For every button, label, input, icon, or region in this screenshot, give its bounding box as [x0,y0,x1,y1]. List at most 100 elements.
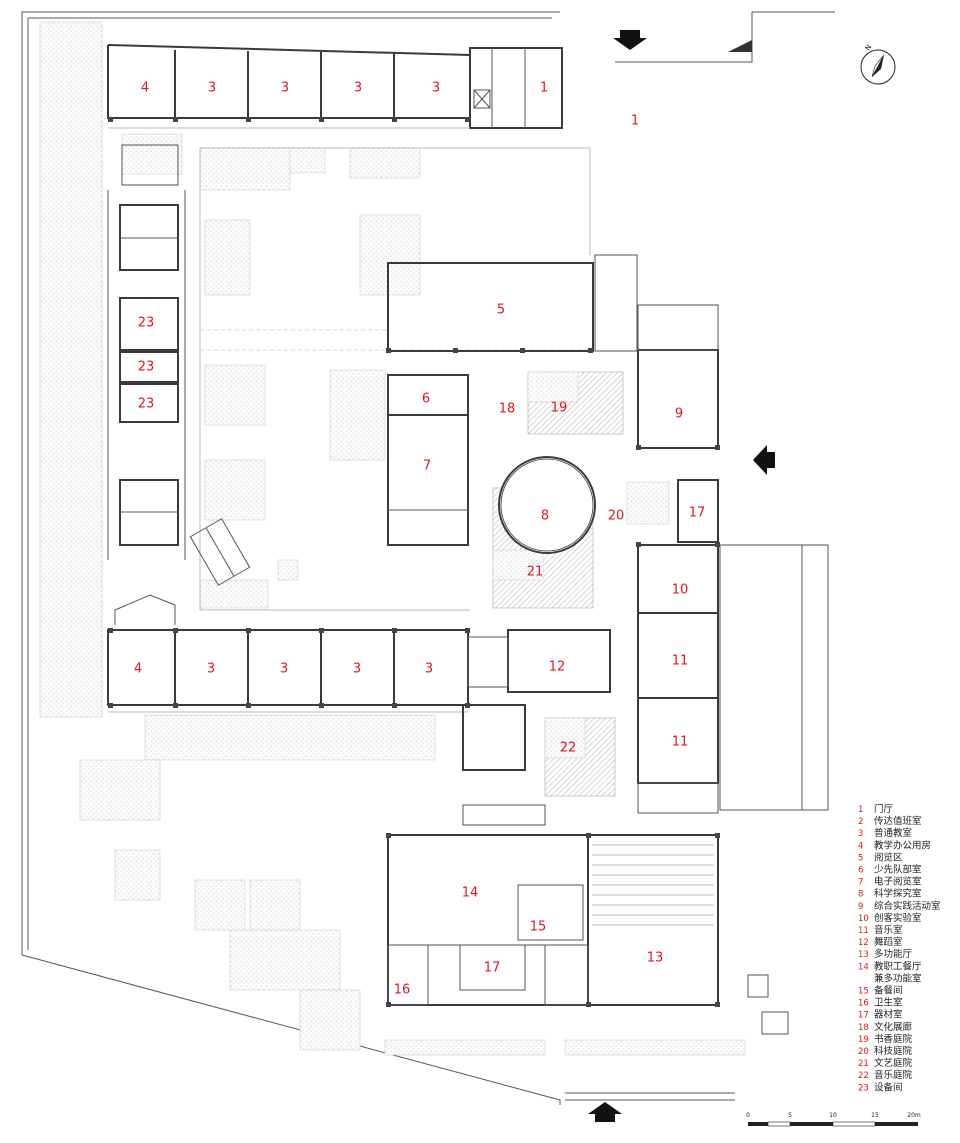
landscape [39,21,746,1056]
auditorium-seating [592,844,714,926]
legend-number: 7 [858,878,863,888]
legend-text: 器材室 [874,1009,903,1021]
scale-tick: 5 [788,1112,792,1119]
legend-number: 13 [858,950,869,960]
legend-text: 文化展廊 [874,1021,913,1033]
room-label: 16 [394,983,411,998]
legend-number: 12 [858,938,869,948]
room-label: 14 [462,886,479,901]
room-label: 22 [560,741,577,756]
legend-text: 教学办公用房 [874,839,931,851]
site-boundary [21,11,835,1105]
room-label: 3 [353,662,361,677]
legend-number: 16 [858,999,869,1009]
legend-number: 21 [858,1059,869,1069]
legend-text: 创客实验室 [874,912,922,924]
room-label: 8 [541,509,549,524]
legend-text: 兼多功能室 [874,972,922,984]
room-labels: 4 3 3 3 3 1 1 23 23 23 5 6 7 18 19 9 8 2… [134,81,705,998]
room-label: 5 [497,303,505,318]
legend-text: 阅览区 [874,851,903,863]
room-label: 3 [354,81,362,96]
legend-text: 教职工餐厅 [874,960,922,972]
room-label: 19 [551,401,568,416]
north-entrance-arrow-icon [613,30,647,50]
east-wing [544,304,829,814]
legend-number: 18 [858,1023,869,1033]
room-label: 1 [540,81,548,96]
room-label: 23 [138,397,155,412]
room-label: 6 [422,392,430,407]
legend-text: 综合实践活动室 [874,900,941,912]
scale-bar: 0 5 10 15 20m [746,1112,921,1127]
legend-number: 6 [858,866,863,876]
entrance-arrows [588,30,775,1122]
scale-tick: 20m [907,1112,921,1119]
legend-number: 10 [858,914,869,924]
legend-number: 19 [858,1035,869,1045]
room-label: 23 [138,316,155,331]
legend-text: 文艺庭院 [874,1057,913,1069]
legend-text: 多功能厅 [874,948,913,960]
columns [108,117,720,1007]
legend-text: 音乐庭院 [874,1069,913,1081]
room-label: 17 [689,506,706,521]
north-wing [107,44,563,129]
west-wing [107,144,251,586]
room-label: 3 [208,81,216,96]
room-label: 3 [432,81,440,96]
scale-tick: 0 [746,1112,750,1119]
room-label: 4 [141,81,149,96]
central-block [387,254,638,609]
room-label: 20 [608,509,625,524]
room-label: 3 [207,662,215,677]
room-label: 23 [138,360,155,375]
room-label: 3 [281,81,289,96]
legend-number: 22 [858,1071,869,1081]
legend-number: 14 [858,962,869,972]
north-arrow-icon: N [860,43,896,85]
scale-tick: 15 [871,1112,879,1119]
legend-text: 音乐室 [874,924,903,936]
legend-number: 2 [858,817,863,827]
room-label: 11 [672,654,689,669]
legend-number: 23 [858,1083,869,1093]
legend-text: 卫生室 [874,997,903,1009]
legend-text: 普通教室 [874,827,912,839]
legend-number: 5 [858,853,863,863]
legend-text: 书香庭院 [874,1033,913,1045]
legend-text: 科技庭院 [874,1045,913,1057]
legend-number: 8 [858,890,863,900]
legend-text: 舞蹈室 [874,936,903,948]
room-label: 10 [672,583,689,598]
room-label: 7 [423,459,431,474]
room-label: 3 [280,662,288,677]
room-label: 17 [484,961,501,976]
legend-text: 传达值班室 [874,815,922,827]
legend-number: 4 [858,841,863,851]
legend-number: 17 [858,1011,869,1021]
legend-number: 3 [858,829,863,839]
legend-text: 设备间 [874,1081,903,1093]
gate-wedge [728,40,752,52]
legend-number: 11 [858,926,869,936]
east-entrance-arrow-icon [753,445,775,475]
legend-text: 门厅 [874,803,894,815]
room-label: 13 [647,951,664,966]
legend-number: 15 [858,987,869,997]
room-label: 4 [134,662,142,677]
room-label: 3 [425,662,433,677]
legend-number: 1 [858,805,863,815]
room-label: 9 [675,407,683,422]
room-label: 18 [499,402,516,417]
legend-text: 电子阅览室 [874,876,922,888]
legend-number: 20 [858,1047,869,1057]
room-label: 21 [527,565,544,580]
south-annex [387,834,789,1035]
room-label: 12 [549,660,566,675]
south-entrance-arrow-icon [588,1102,622,1122]
legend-number: 9 [858,902,863,912]
room-label: 11 [672,735,689,750]
